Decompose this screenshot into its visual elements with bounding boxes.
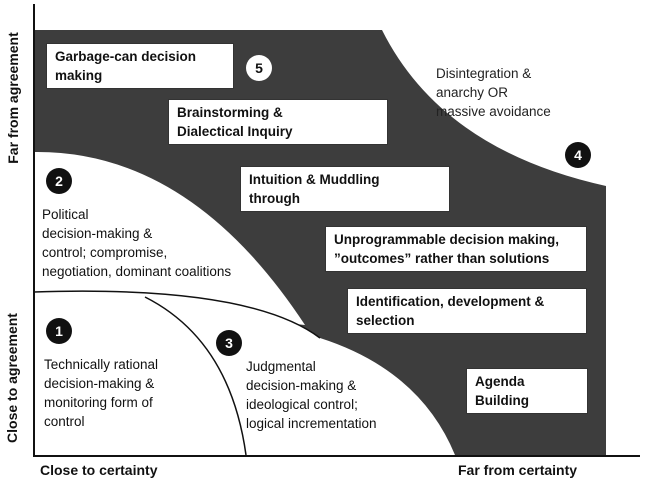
- zone-divider-top: [33, 290, 321, 339]
- box-identification: Identification, development & selection: [347, 288, 587, 334]
- zone-3-badge: 3: [216, 330, 242, 356]
- x-axis-title-right: Far from certainty: [458, 462, 578, 478]
- box-unprogrammable: Unprogrammable decision making, ”outcome…: [325, 226, 587, 272]
- box-garbage-can: Garbage-can decision making: [46, 43, 234, 89]
- zone-2-region: [34, 151, 305, 325]
- zone-5-badge: 5: [246, 55, 272, 81]
- y-axis-title-top: Far from agreement: [5, 32, 21, 164]
- box-agenda-building: Agenda Building: [466, 368, 588, 414]
- x-axis-title-left: Close to certainty: [40, 462, 158, 478]
- y-axis-title-bottom: Close to agreement: [4, 313, 20, 443]
- box-brainstorming: Brainstorming & Dialectical Inquiry: [168, 99, 388, 145]
- zone-2-label: Political decision-making & control; com…: [42, 207, 232, 279]
- zone-3-label: Judgmental decision-making & ideological…: [246, 359, 377, 431]
- box-intuition: Intuition & Muddling through: [240, 166, 450, 212]
- zone-1-badge: 1: [46, 318, 72, 344]
- zone-divider-1-3: [144, 296, 247, 456]
- zone-1-3-region: [34, 291, 455, 455]
- zone-1-label: Technically rational decision-making & m…: [44, 357, 159, 429]
- zone-2-badge: 2: [46, 168, 72, 194]
- zone-4-label: Disintegration & anarchy OR massive avoi…: [436, 66, 551, 119]
- zone-4-badge: 4: [565, 142, 591, 168]
